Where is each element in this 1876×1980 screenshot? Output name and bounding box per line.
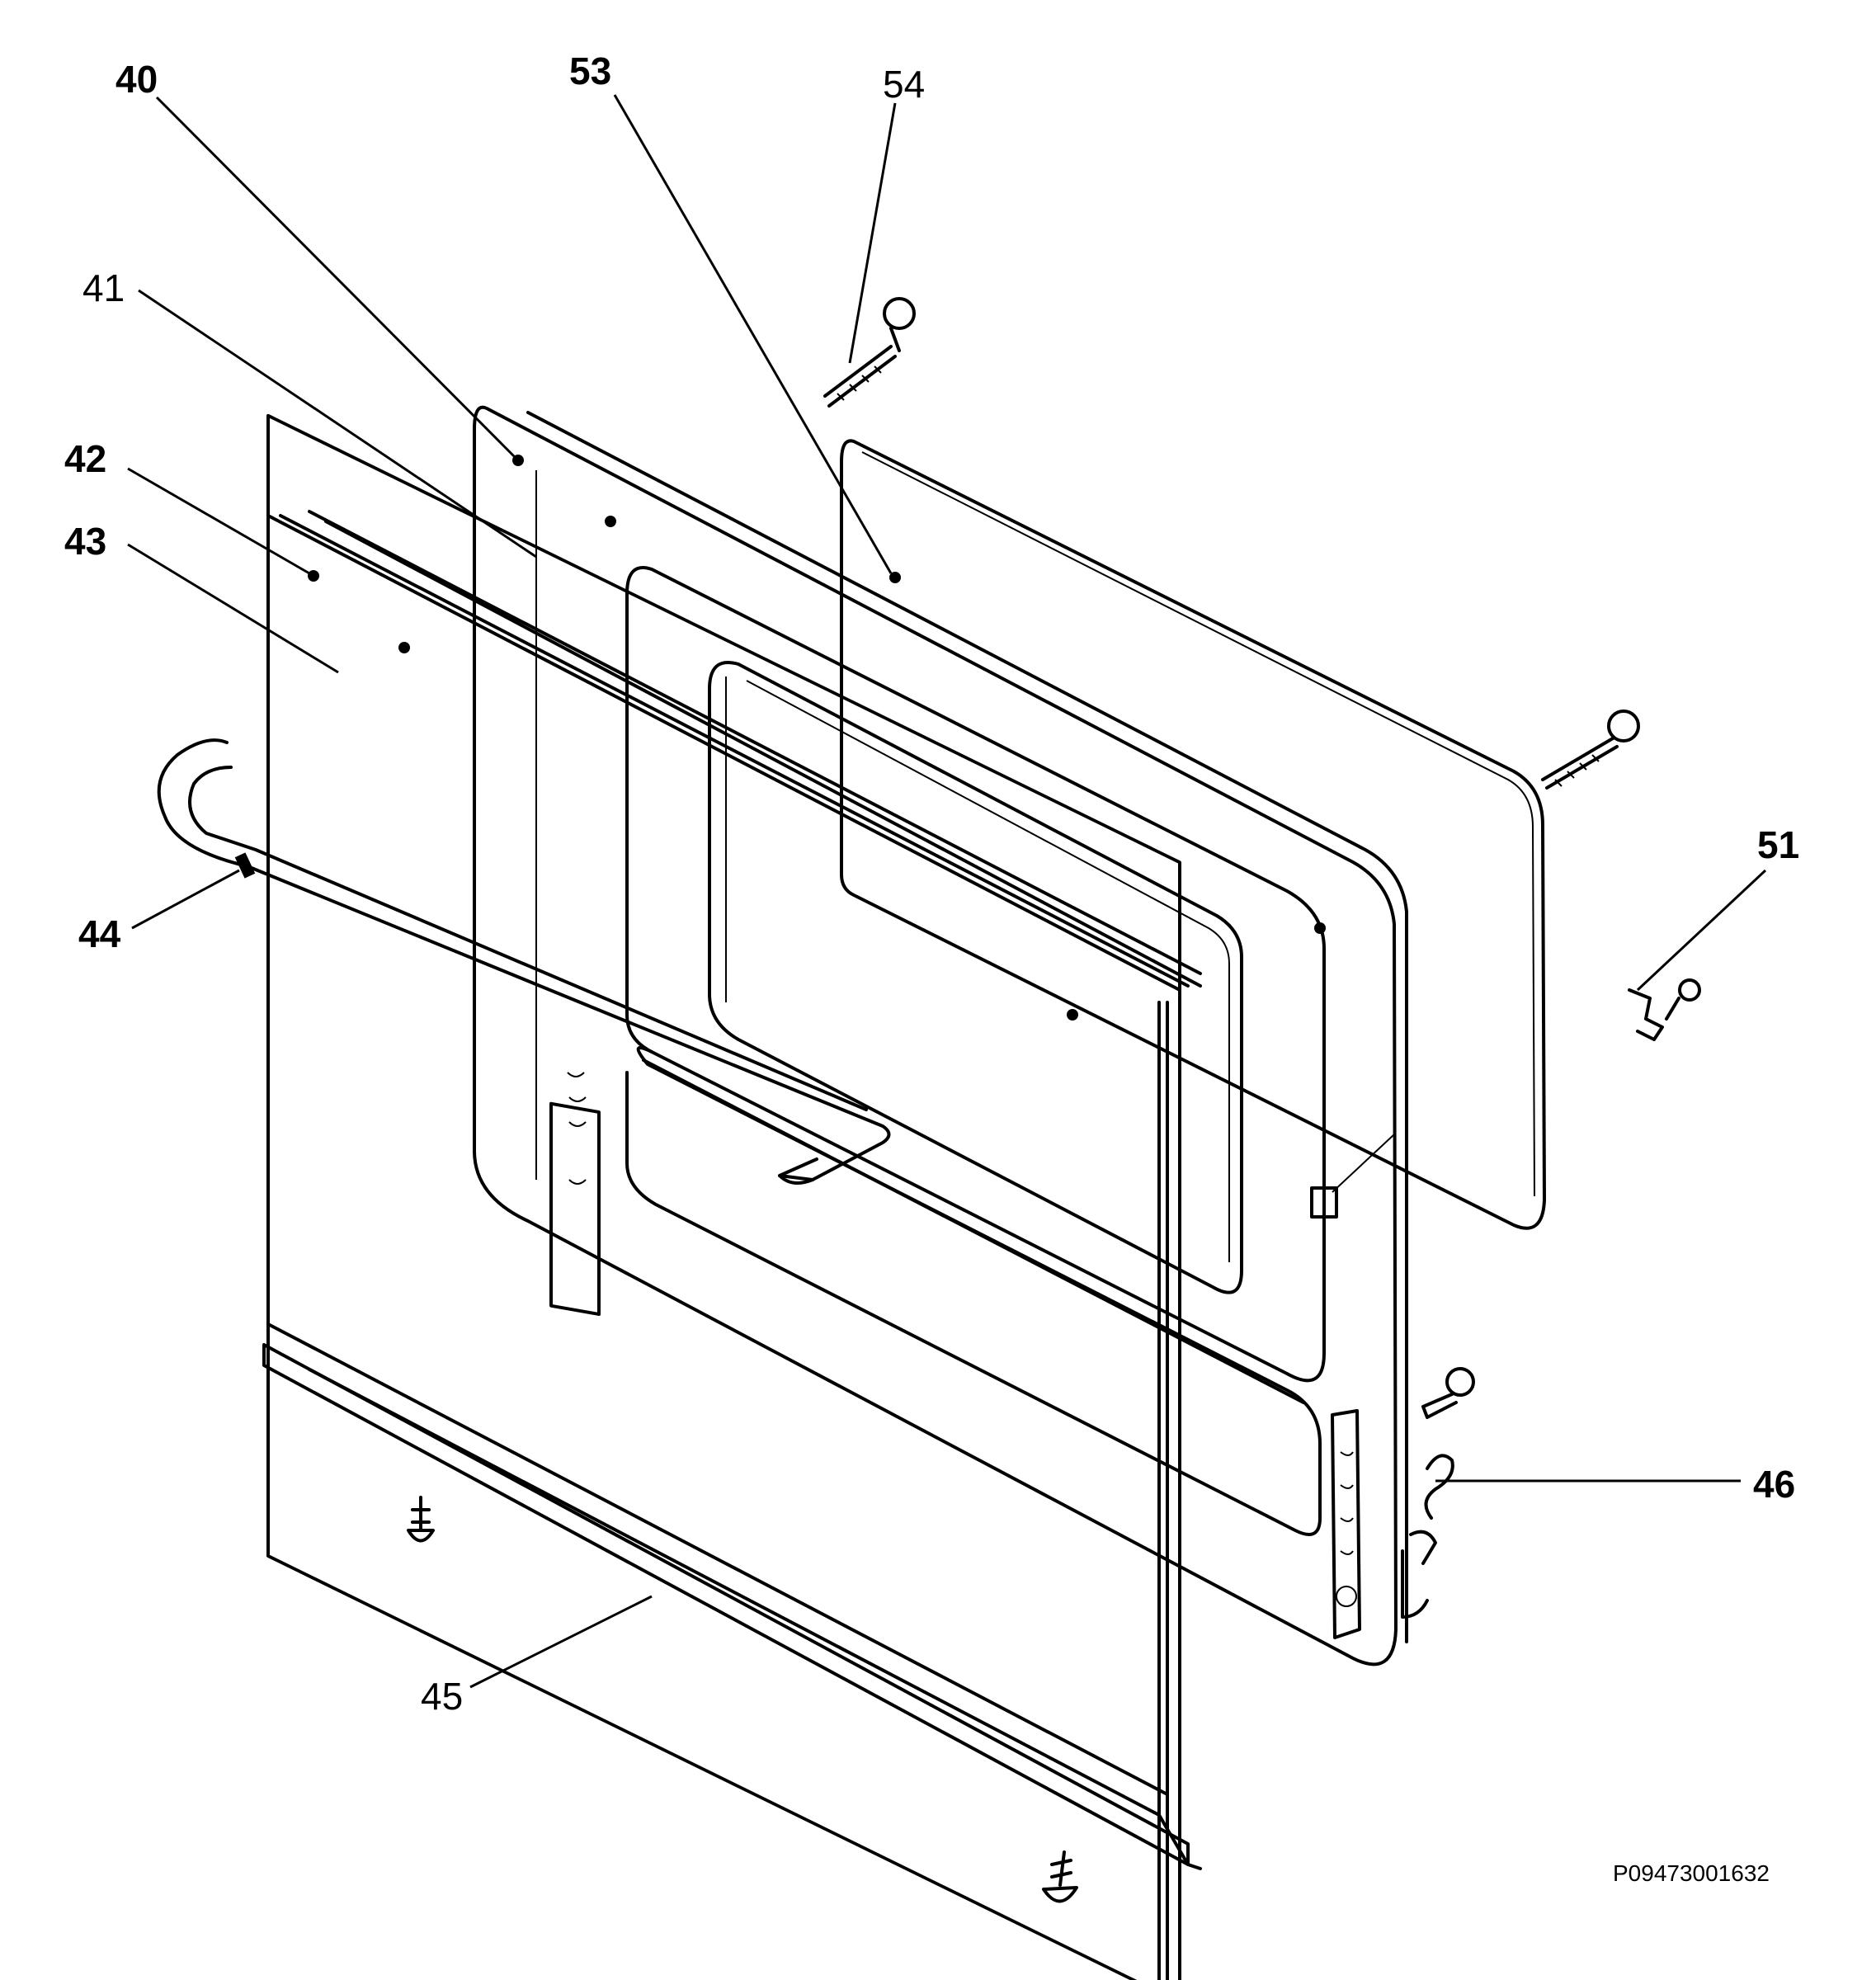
callout-51: 51 bbox=[1757, 823, 1799, 866]
callout-53: 53 bbox=[569, 50, 611, 92]
bottom-trim-strip bbox=[262, 1343, 1202, 1870]
leader-lines bbox=[127, 94, 1767, 1689]
screw-top bbox=[823, 297, 916, 408]
outer-front-panel bbox=[266, 413, 1202, 1980]
callout-44: 44 bbox=[78, 912, 121, 955]
callout-54: 54 bbox=[883, 63, 925, 106]
screw-right bbox=[1541, 710, 1640, 790]
callout-46: 46 bbox=[1753, 1463, 1795, 1506]
screw-bottom-center bbox=[1042, 1850, 1078, 1903]
callout-45: 45 bbox=[421, 1675, 463, 1718]
hinge-pin bbox=[1401, 1454, 1454, 1619]
screw-bottom-left bbox=[407, 1496, 435, 1543]
callout-41: 41 bbox=[82, 266, 125, 309]
callout-43: 43 bbox=[64, 520, 106, 563]
screw-bottom-right bbox=[1421, 1367, 1475, 1419]
callout-42: 42 bbox=[64, 437, 106, 480]
inner-door-frame bbox=[473, 405, 1408, 1666]
callout-labels: 40 41 42 43 44 45 46 51 53 54 bbox=[64, 50, 1799, 1718]
callout-40: 40 bbox=[115, 58, 158, 101]
rear-glass-panel bbox=[840, 439, 1546, 1230]
clip-51 bbox=[1628, 978, 1701, 1041]
figure-id: P09473001632 bbox=[1613, 1860, 1770, 1886]
door-handle bbox=[157, 738, 891, 1185]
